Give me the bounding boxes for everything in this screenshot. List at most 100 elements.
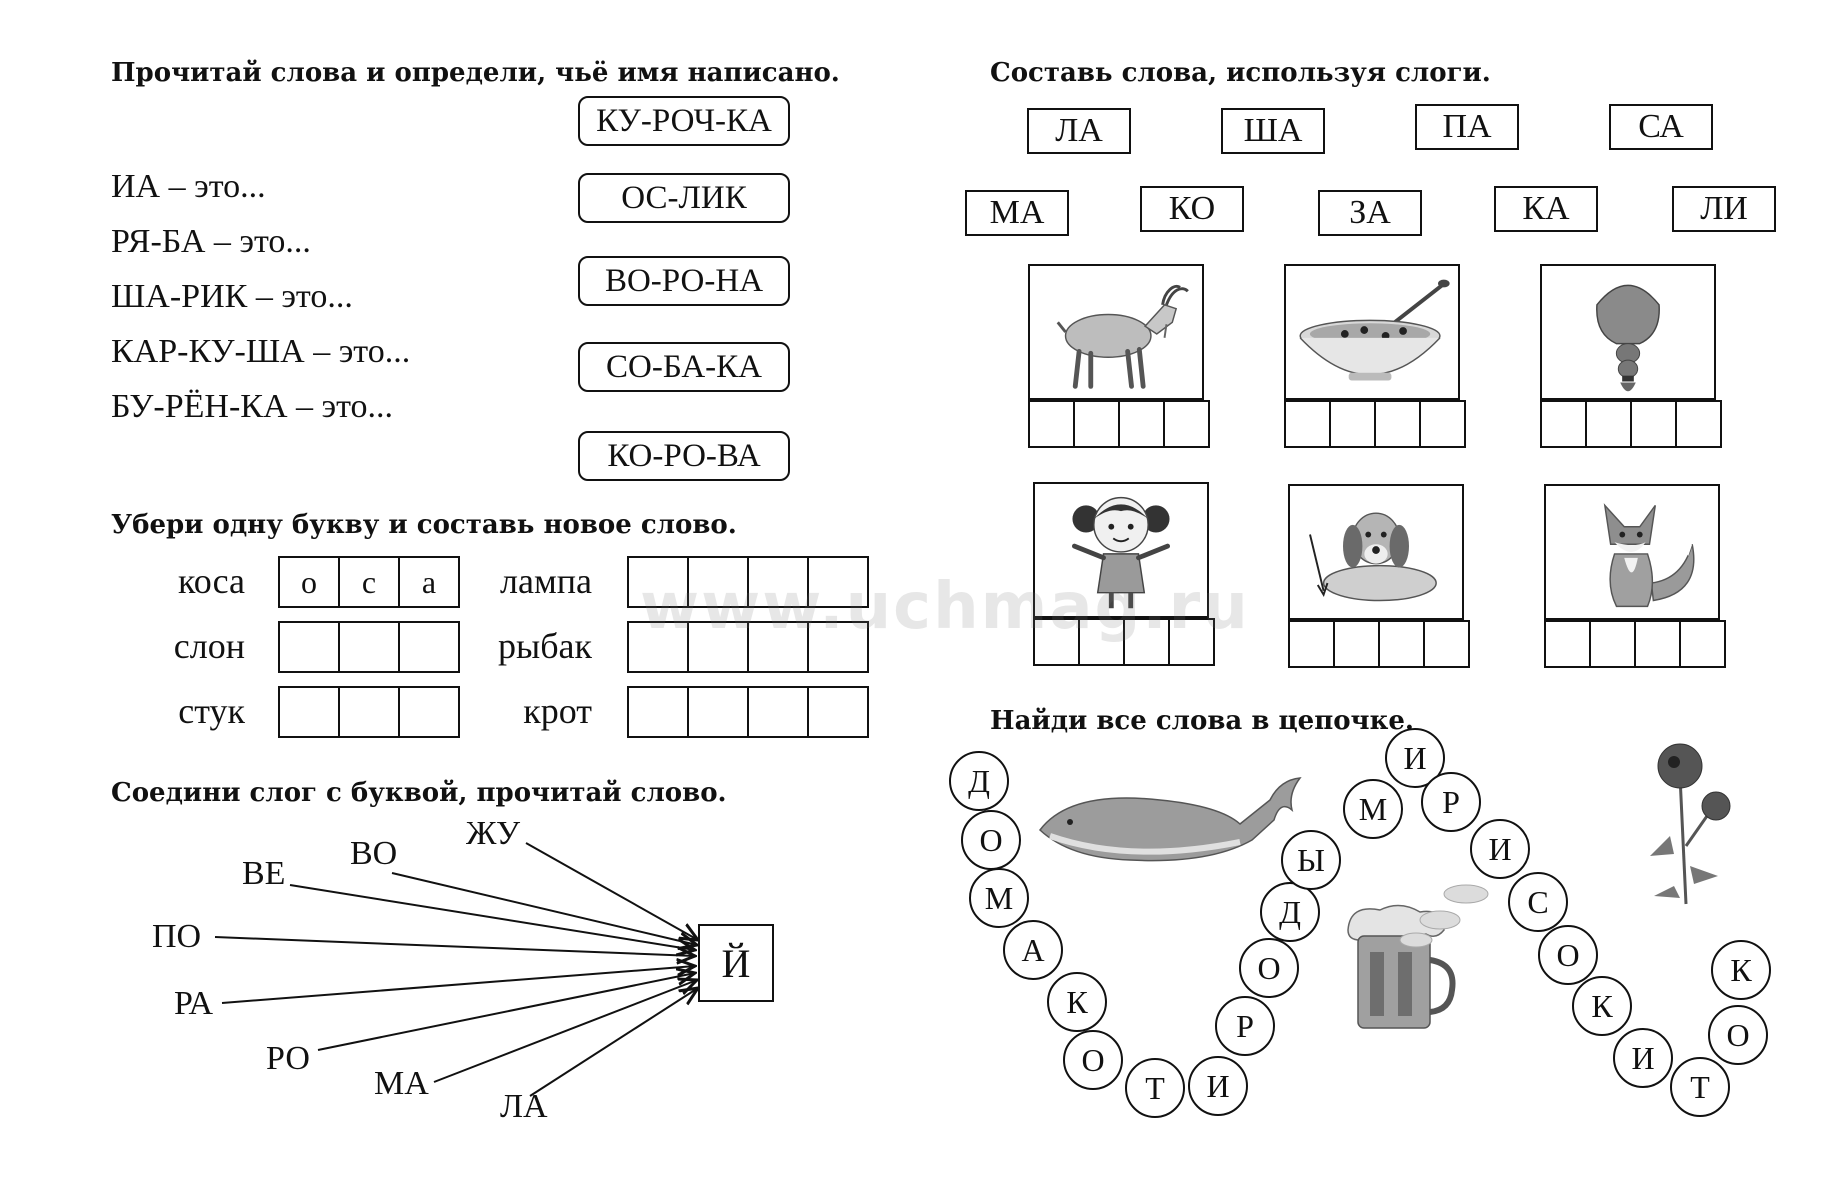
syllable-word: МА bbox=[374, 1065, 429, 1102]
arrow-line bbox=[317, 973, 695, 1051]
letter-cells-kosa: о с а bbox=[278, 556, 460, 608]
watermark-text: www.uchmag.ru bbox=[640, 570, 1250, 644]
question-line: ИА – это... bbox=[111, 168, 266, 205]
girl-icon bbox=[1071, 496, 1171, 609]
answer-cells bbox=[1033, 618, 1215, 666]
syllable-box: ЛИ bbox=[1672, 186, 1776, 232]
name-box: КО-РО-ВА bbox=[578, 431, 790, 481]
chain-letter: Т bbox=[1670, 1057, 1730, 1117]
chain-letter: Т bbox=[1125, 1058, 1185, 1118]
name-box: СО-БА-КА bbox=[578, 342, 790, 392]
word-label: слон bbox=[173, 626, 245, 666]
chain-letter: К bbox=[1572, 976, 1632, 1036]
answer-cell[interactable] bbox=[1118, 400, 1165, 448]
chain-letter: И bbox=[1470, 819, 1530, 879]
answer-cell[interactable] bbox=[1284, 400, 1331, 448]
chain-letter: М bbox=[969, 868, 1029, 928]
chain-letter: М bbox=[1343, 779, 1403, 839]
heading-names: Прочитай слова и определи, чьё имя напис… bbox=[111, 58, 840, 88]
answer-cell[interactable] bbox=[1589, 620, 1636, 668]
question-line: КАР-КУ-ША – это... bbox=[111, 333, 411, 370]
answer-cell[interactable] bbox=[1288, 620, 1335, 668]
answer-cells bbox=[1540, 400, 1722, 448]
fox-icon bbox=[1603, 503, 1695, 608]
letter-cell[interactable] bbox=[807, 556, 869, 608]
chain-letter: К bbox=[1711, 940, 1771, 1000]
syllable-box: ЗА bbox=[1318, 190, 1422, 236]
question-line: БУ-РЁН-КА – это... bbox=[111, 388, 394, 425]
picture-goat bbox=[1028, 264, 1204, 400]
word-label: лампа bbox=[500, 561, 592, 601]
answer-cells bbox=[1284, 400, 1466, 448]
chain-letter: К bbox=[1047, 972, 1107, 1032]
syllable-box: КО bbox=[1140, 186, 1244, 232]
heading-remove-letter: Убери одну букву и составь новое слово. bbox=[111, 510, 737, 540]
answer-cell[interactable] bbox=[1028, 400, 1075, 448]
picture-braid bbox=[1540, 264, 1716, 400]
answer-cell[interactable] bbox=[1679, 620, 1726, 668]
chain-letter: И bbox=[1188, 1056, 1248, 1116]
letter-cells-krot bbox=[627, 686, 869, 738]
answer-cell[interactable] bbox=[1630, 400, 1677, 448]
answer-cells bbox=[1288, 620, 1470, 668]
mug-icon bbox=[1347, 904, 1456, 1029]
syllable-box: ША bbox=[1221, 108, 1325, 154]
letter-cells-slon bbox=[278, 621, 460, 673]
dog-icon bbox=[1309, 512, 1437, 602]
letter-cells-rybak bbox=[627, 621, 869, 673]
name-box: ВО-РО-НА bbox=[578, 256, 790, 306]
name-box: КУ-РОЧ-КА bbox=[578, 96, 790, 146]
syllable-box: ПА bbox=[1415, 104, 1519, 150]
arrow-line bbox=[214, 936, 695, 956]
chain-letter: Р bbox=[1421, 772, 1481, 832]
answer-cell[interactable] bbox=[1329, 400, 1376, 448]
answer-cell[interactable] bbox=[1333, 620, 1380, 668]
chain-letter: О bbox=[961, 810, 1021, 870]
answer-cell[interactable] bbox=[1378, 620, 1425, 668]
letter-cell[interactable] bbox=[807, 621, 869, 673]
answer-cell[interactable] bbox=[1168, 618, 1215, 666]
answer-cell[interactable] bbox=[1540, 400, 1587, 448]
arrow-line bbox=[525, 842, 698, 940]
word-label: коса bbox=[178, 561, 245, 601]
goat-icon bbox=[1056, 284, 1189, 389]
letter-cells-stuk bbox=[278, 686, 460, 738]
syllable-box: СА bbox=[1609, 104, 1713, 150]
chain-letter: О bbox=[1063, 1030, 1123, 1090]
answer-cell[interactable] bbox=[1675, 400, 1722, 448]
question-line: ША-РИК – это... bbox=[111, 278, 353, 315]
answer-cell[interactable] bbox=[1544, 620, 1591, 668]
letter-cell[interactable] bbox=[807, 686, 869, 738]
answer-cell[interactable] bbox=[1374, 400, 1421, 448]
picture-dog bbox=[1288, 484, 1464, 620]
arrow-line bbox=[529, 988, 698, 1097]
answer-cell[interactable] bbox=[1585, 400, 1632, 448]
syllable-box: ЛА bbox=[1027, 108, 1131, 154]
heading-compose: Составь слова, используя слоги. bbox=[990, 58, 1491, 88]
letter-cell: а bbox=[398, 556, 460, 608]
question-line: РЯ-БА – это... bbox=[111, 223, 311, 260]
syllable-word: РО bbox=[266, 1040, 310, 1077]
chain-letter: Д bbox=[1260, 882, 1320, 942]
syllable-box: МА bbox=[965, 190, 1069, 236]
letter-cell[interactable] bbox=[398, 686, 460, 738]
syllable-word: ЛА bbox=[500, 1088, 548, 1125]
target-letter-box: Й bbox=[698, 924, 774, 1002]
syllable-word: ВЕ bbox=[242, 855, 286, 892]
syllable-word: ВО bbox=[350, 835, 398, 872]
name-box: ОС-ЛИК bbox=[578, 173, 790, 223]
word-label: стук bbox=[178, 691, 245, 731]
letter-cell[interactable] bbox=[398, 621, 460, 673]
answer-cell[interactable] bbox=[1419, 400, 1466, 448]
answer-cell[interactable] bbox=[1073, 400, 1120, 448]
syllable-word: ЖУ bbox=[466, 815, 521, 852]
answer-cell[interactable] bbox=[1634, 620, 1681, 668]
picture-fox bbox=[1544, 484, 1720, 620]
answer-cell[interactable] bbox=[1423, 620, 1470, 668]
chain-letter: Ы bbox=[1281, 830, 1341, 890]
answer-cells bbox=[1544, 620, 1726, 668]
chain-letter: О bbox=[1538, 925, 1598, 985]
answer-cell[interactable] bbox=[1163, 400, 1210, 448]
letter-cells-lampa bbox=[627, 556, 869, 608]
